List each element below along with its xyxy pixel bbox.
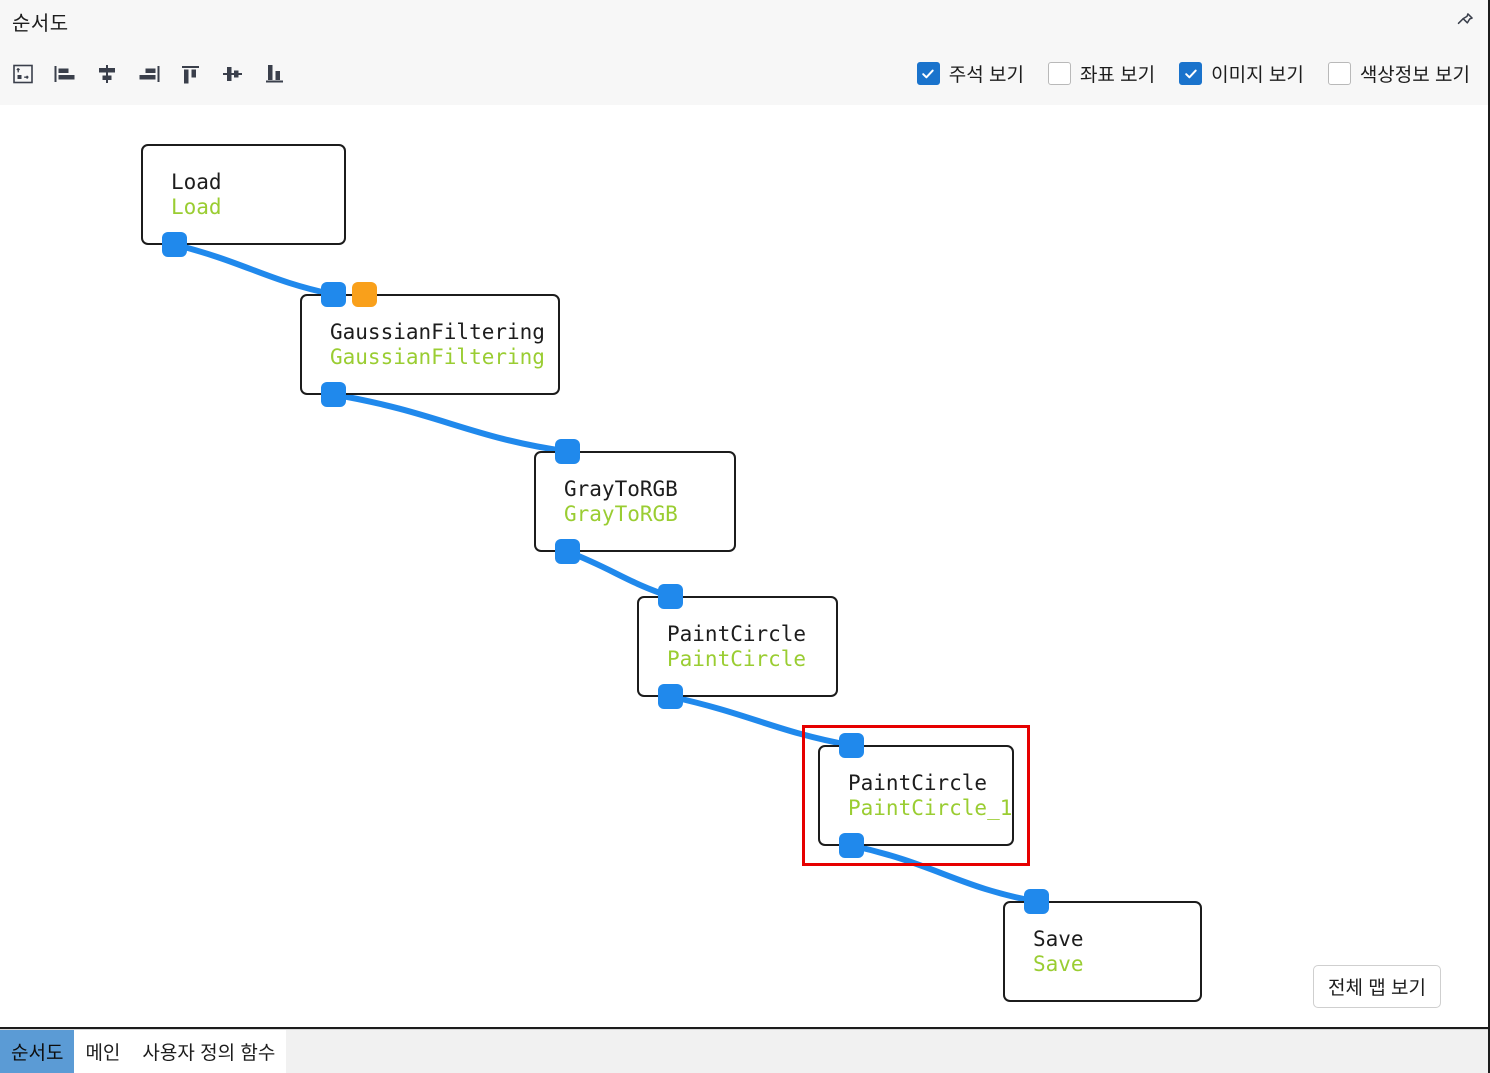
checkbox-show-annotation-label: 주석 보기 <box>948 65 1024 86</box>
node-input-port[interactable] <box>555 439 580 464</box>
align-right-icon[interactable] <box>134 59 164 89</box>
checkbox-show-image-box[interactable] <box>1179 62 1203 85</box>
fit-to-content-icon[interactable] <box>8 59 38 89</box>
checkbox-show-annotation[interactable]: 주석 보기 <box>916 60 1024 87</box>
checkbox-show-coordinates-label: 좌표 보기 <box>1079 65 1156 86</box>
flow-node-title: PaintCircle <box>667 621 807 646</box>
align-bottom-icon[interactable] <box>260 59 290 89</box>
checkbox-show-image-label: 이미지 보기 <box>1211 65 1304 86</box>
checkbox-show-color-info-label: 색상정보 보기 <box>1359 65 1470 86</box>
flow-node-title: PaintCircle <box>848 770 988 795</box>
flow-edge <box>667 693 855 749</box>
flow-node-title: Load <box>171 169 222 194</box>
pushpin-icon[interactable] <box>1450 6 1480 36</box>
page-title: 순서도 <box>12 12 69 35</box>
alignment-tool-group <box>8 59 290 89</box>
checkbox-show-color-info[interactable]: 색상정보 보기 <box>1327 60 1470 87</box>
checkbox-show-coordinates[interactable]: 좌표 보기 <box>1047 60 1156 87</box>
node-output-port[interactable] <box>839 833 864 858</box>
align-left-icon[interactable] <box>50 59 80 89</box>
flow-node-title: GrayToRGB <box>564 476 678 501</box>
node-output-port[interactable] <box>162 232 187 257</box>
flow-node-subtitle: PaintCircle <box>667 646 807 671</box>
flow-edge <box>848 842 1040 905</box>
node-input-port[interactable] <box>321 282 346 307</box>
view-options-group: 주석 보기 좌표 보기 이미지 보기 <box>916 60 1478 87</box>
title-bar: 순서도 <box>0 0 1488 42</box>
flow-node-subtitle: Save <box>1033 951 1084 976</box>
flow-node-subtitle: PaintCircle_1 <box>848 795 1013 820</box>
align-middle-vertical-icon[interactable] <box>218 59 248 89</box>
flow-node-subtitle: Load <box>171 194 222 219</box>
align-top-icon[interactable] <box>176 59 206 89</box>
flow-node-title: Save <box>1033 926 1084 951</box>
node-output-port[interactable] <box>555 539 580 564</box>
bottom-tab-bar: 순서도 메인 사용자 정의 함수 <box>0 1029 1488 1073</box>
tab-bar-filler <box>286 1030 1488 1073</box>
flow-edge <box>330 391 571 455</box>
view-full-map-button[interactable]: 전체 맵 보기 <box>1313 965 1441 1008</box>
node-output-port[interactable] <box>658 684 683 709</box>
tab-user-functions[interactable]: 사용자 정의 함수 <box>131 1030 287 1073</box>
node-output-port[interactable] <box>321 382 346 407</box>
align-center-horizontal-icon[interactable] <box>92 59 122 89</box>
flow-node-title: GaussianFiltering <box>330 319 545 344</box>
node-input-port[interactable] <box>658 584 683 609</box>
node-parameter-port[interactable] <box>352 282 377 307</box>
tab-main[interactable]: 메인 <box>74 1030 132 1073</box>
flow-edge <box>564 548 674 600</box>
toolbar: 주석 보기 좌표 보기 이미지 보기 <box>0 42 1488 105</box>
flow-edge <box>171 241 337 298</box>
flow-node-subtitle: GaussianFiltering <box>330 344 545 369</box>
node-input-port[interactable] <box>839 733 864 758</box>
checkbox-show-color-info-box[interactable] <box>1327 62 1351 85</box>
checkbox-show-annotation-box[interactable] <box>916 62 940 85</box>
checkbox-show-coordinates-box[interactable] <box>1047 62 1071 85</box>
flow-node-subtitle: GrayToRGB <box>564 501 678 526</box>
tab-flowchart[interactable]: 순서도 <box>0 1030 75 1073</box>
node-input-port[interactable] <box>1024 889 1049 914</box>
checkbox-show-image[interactable]: 이미지 보기 <box>1179 60 1304 87</box>
